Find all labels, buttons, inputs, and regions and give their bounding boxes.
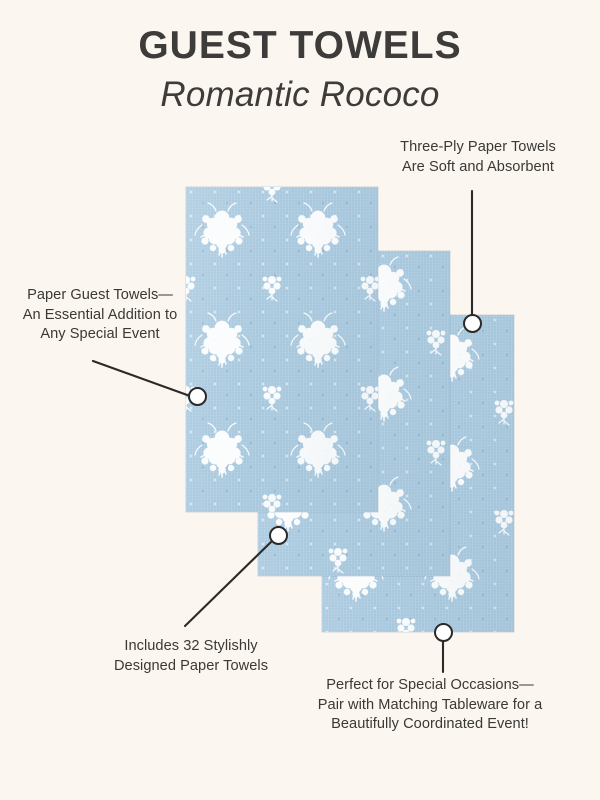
callout-special-occasions: Perfect for Special Occasions— Pair with… (317, 677, 543, 732)
page-title: GUEST TOWELS (138, 24, 462, 67)
callout-marker-includes-32[interactable] (269, 526, 288, 545)
towel-shading (186, 187, 378, 512)
callout-includes-32: Includes 32 Stylishly Designed Paper Tow… (113, 638, 269, 674)
towel-front (186, 187, 378, 512)
callout-marker-special-occasions[interactable] (434, 623, 453, 642)
callout-essential-addition: Paper Guest Towels— An Essential Additio… (22, 287, 178, 342)
callout-marker-three-ply[interactable] (463, 314, 482, 333)
callout-marker-essential-addition[interactable] (188, 387, 207, 406)
callout-three-ply: Three-Ply Paper Towels Are Soft and Abso… (400, 139, 556, 175)
page-subtitle: Romantic Rococo (160, 75, 440, 114)
